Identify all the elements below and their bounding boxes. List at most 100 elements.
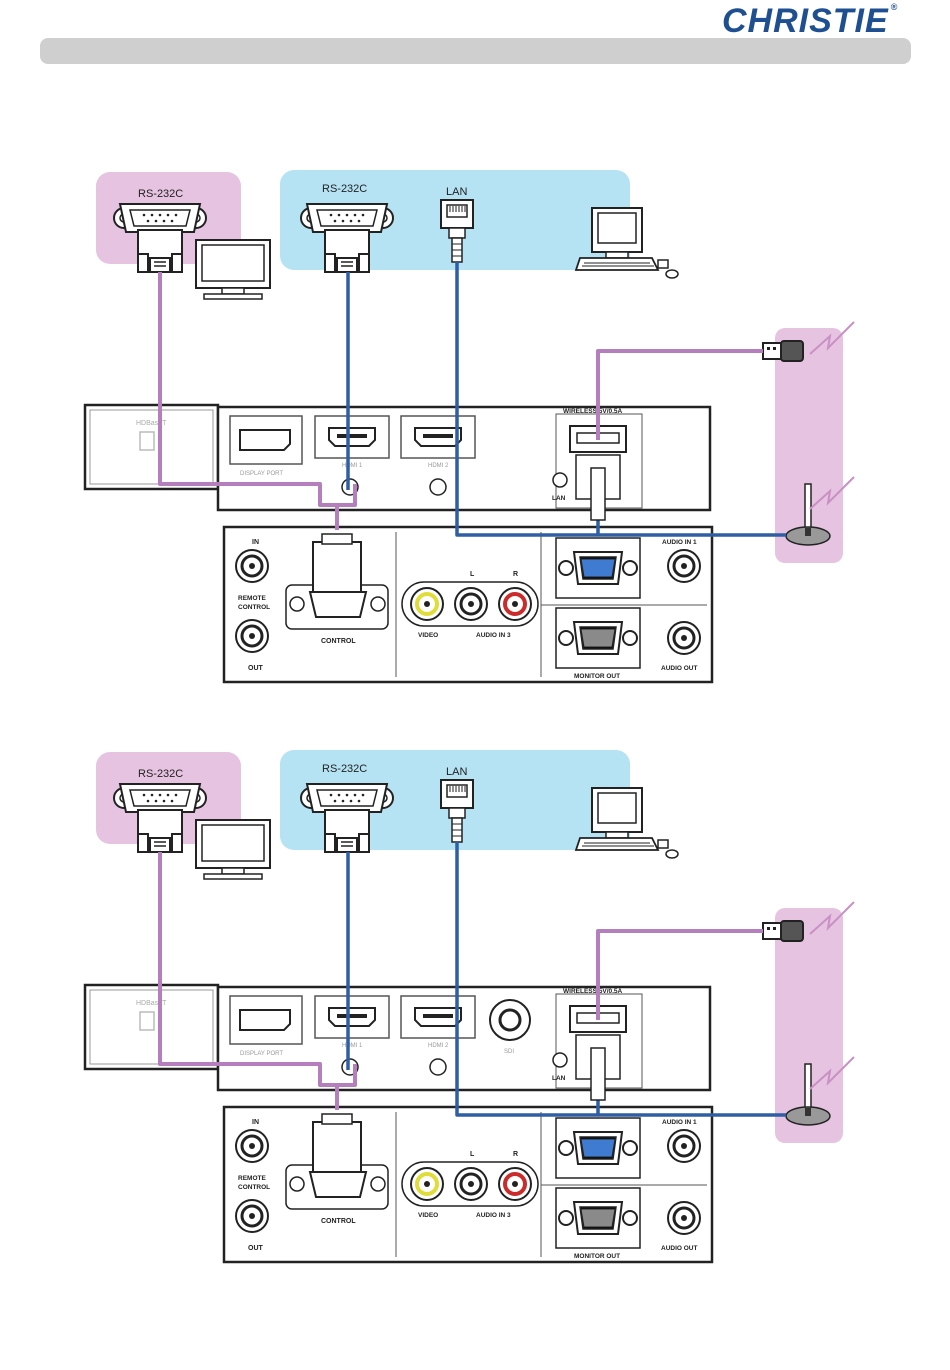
audio-in3-label: AUDIO IN 3 <box>476 1212 511 1219</box>
remote-label-1: REMOTE <box>238 595 266 602</box>
audio-r-jack-ring <box>503 1172 527 1196</box>
cable-usb-purple <box>596 349 763 440</box>
remote-in-jack <box>234 1128 270 1164</box>
monitor <box>195 819 271 880</box>
display-port-label: DISPLAY PORT <box>240 471 283 477</box>
hdmi2-label: HDMI 2 <box>428 1043 449 1049</box>
lan-port-label: LAN <box>552 495 566 502</box>
audio-in1-label: AUDIO IN 1 <box>662 539 697 546</box>
audio-out-label: AUDIO OUT <box>661 665 698 672</box>
audio-in1-label: AUDIO IN 1 <box>662 1119 697 1126</box>
cable-lan-blue <box>455 262 786 537</box>
usb-dongle <box>762 340 804 362</box>
rs232c-label-left: RS-232C <box>138 768 183 780</box>
r-label: R <box>513 571 518 578</box>
lan-plug-panel <box>590 467 606 521</box>
audio-in1-jack <box>666 1128 702 1164</box>
christie-logo: CHRISTIE® <box>722 2 898 41</box>
pc-computer <box>575 787 679 859</box>
rs232c-label-center: RS-232C <box>322 183 367 195</box>
brand-name: CHRISTIE <box>722 2 889 40</box>
hdbaset-inner <box>89 989 214 1065</box>
diagram-top: RS-232C RS-232C LAN HDBaseT DISPLAY PORT HDMI… <box>83 170 855 684</box>
audio-out-jack <box>666 620 702 656</box>
monitor <box>195 239 271 300</box>
cable-usb-purple <box>596 929 763 1020</box>
monitor-out-label: MONITOR OUT <box>574 673 620 680</box>
control-screw-l <box>289 596 305 612</box>
control-socket <box>308 1171 368 1198</box>
monitor-out-socket <box>580 628 616 648</box>
remote-label-1: REMOTE <box>238 1175 266 1182</box>
remote-label-2: CONTROL <box>238 1184 270 1191</box>
control-plug-top <box>321 1113 353 1125</box>
video-jack-ring <box>415 1172 439 1196</box>
control-plug <box>312 541 362 593</box>
screw-2 <box>429 1058 447 1076</box>
control-screw-r <box>370 596 386 612</box>
in-label: IN <box>252 539 259 546</box>
cable-rs232c-purple <box>158 272 339 530</box>
display-port-socket <box>239 1009 291 1031</box>
screw-3 <box>552 1052 568 1068</box>
registered-mark: ® <box>890 2 899 12</box>
control-screw-r <box>370 1176 386 1192</box>
lan-port-label: LAN <box>552 1075 566 1082</box>
hdmi1-label: HDMI 1 <box>342 1043 363 1049</box>
display-port-label: DISPLAY PORT <box>240 1051 283 1057</box>
screw-2 <box>429 478 447 496</box>
audio-l-jack <box>453 1166 489 1202</box>
out-label: OUT <box>248 665 264 672</box>
hdbaset-label: HDBaseT <box>136 420 167 427</box>
remote-out-jack <box>234 618 270 654</box>
wireless-label: WIRELESS 5V/0.5A <box>563 988 623 995</box>
hdmi1-port <box>314 995 390 1039</box>
cable-rs232c-purple-split <box>337 484 357 507</box>
audio-out-label: AUDIO OUT <box>661 1245 698 1252</box>
usb-dongle <box>762 920 804 942</box>
control-plug <box>312 1121 362 1173</box>
hdmi1-label: HDMI 1 <box>342 463 363 469</box>
hdmi2-port <box>400 995 476 1039</box>
audio-out-jack <box>666 1200 702 1236</box>
hdbaset-inner <box>89 409 214 485</box>
l-label: L <box>470 1151 475 1158</box>
hdbaset-box <box>83 983 220 1071</box>
control-label: CONTROL <box>321 638 356 645</box>
header-bar <box>40 38 911 64</box>
rs232c-label-left: RS-232C <box>138 188 183 200</box>
out-label: OUT <box>248 1245 264 1252</box>
video-label: VIDEO <box>418 1212 438 1219</box>
hdbaset-label: HDBaseT <box>136 1000 167 1007</box>
hdmi2-label: HDMI 2 <box>428 463 449 469</box>
wireless-zone <box>775 328 843 563</box>
sdi-label: SDI <box>504 1049 514 1055</box>
remote-label-2: CONTROL <box>238 604 270 611</box>
wireless-zone <box>775 908 843 1143</box>
audio-r-jack-ring <box>503 592 527 616</box>
video-label: VIDEO <box>418 632 438 639</box>
monitor-out-label: MONITOR OUT <box>574 1253 620 1260</box>
hdmi2-port <box>400 415 476 459</box>
hdmi1-port <box>314 415 390 459</box>
r-label: R <box>513 1151 518 1158</box>
wireless-label: WIRELESS 5V/0.5A <box>563 408 623 415</box>
control-screw-l <box>289 1176 305 1192</box>
lan-label: LAN <box>446 766 467 778</box>
lan-plug-panel <box>590 1047 606 1101</box>
pc-computer <box>575 207 679 279</box>
display-port-socket <box>239 429 291 451</box>
hdbaset-port-icon <box>139 1011 155 1031</box>
cable-lan-blue <box>455 842 786 1117</box>
control-plug-top <box>321 533 353 545</box>
remote-out-jack <box>234 1198 270 1234</box>
remote-in-jack <box>234 548 270 584</box>
monitor-out-socket <box>580 1208 616 1228</box>
lan-label: LAN <box>446 186 467 198</box>
control-label: CONTROL <box>321 1218 356 1225</box>
hdbaset-port-icon <box>139 431 155 451</box>
cable-rs232c-purple-split <box>337 1064 357 1087</box>
hdbaset-box <box>83 403 220 491</box>
